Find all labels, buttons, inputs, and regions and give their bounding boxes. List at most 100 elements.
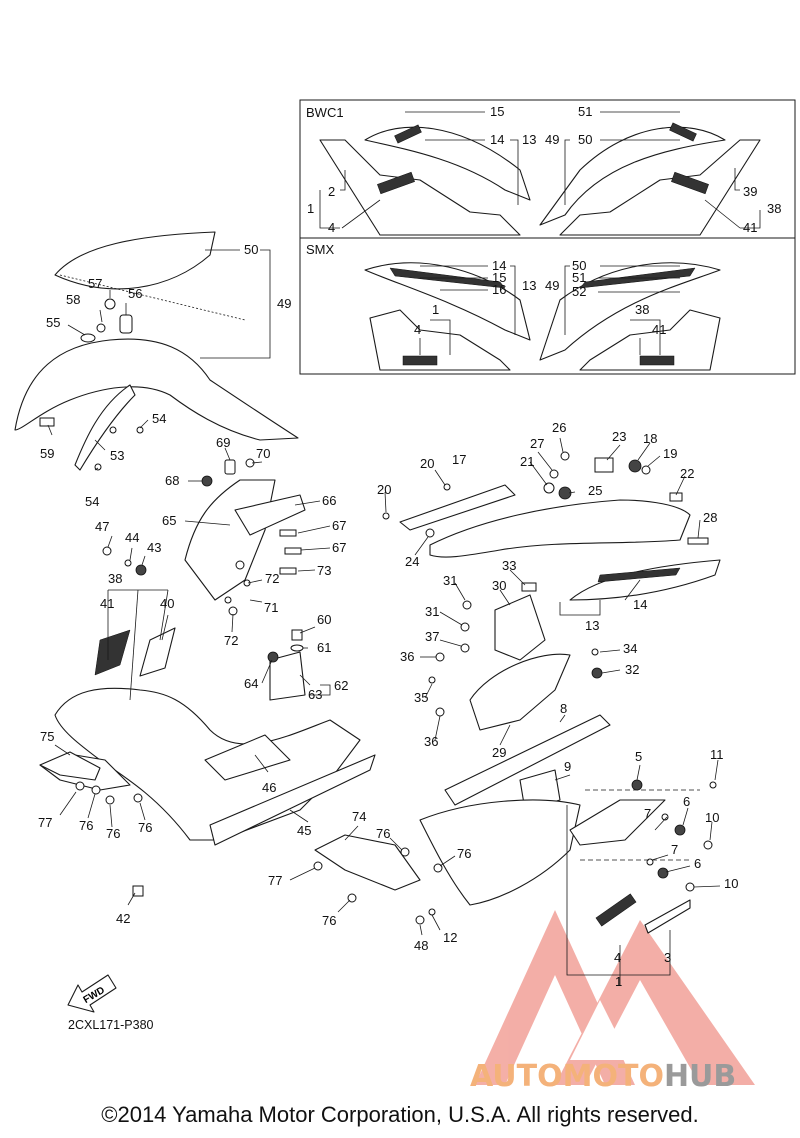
callout: 33 xyxy=(502,558,516,573)
watermark-text: AUTOMOTOHUB xyxy=(470,1059,736,1094)
callout: 39 xyxy=(743,184,757,199)
callout: 38 xyxy=(767,201,781,216)
callout: 34 xyxy=(623,641,637,656)
callout: 22 xyxy=(680,466,694,481)
callout: 46 xyxy=(262,780,276,795)
callout: 18 xyxy=(643,431,657,446)
callout: 16 xyxy=(492,282,506,297)
callout: 6 xyxy=(683,794,690,809)
callout: 23 xyxy=(612,429,626,444)
callout: 68 xyxy=(165,473,179,488)
callout: 19 xyxy=(663,446,677,461)
callout: 11 xyxy=(710,747,724,762)
svg-text:AUTOMOTOHUB: AUTOMOTOHUB xyxy=(470,1059,736,1094)
callout: 15 xyxy=(490,104,504,119)
callout: 14 xyxy=(633,597,647,612)
callout: 13 xyxy=(522,132,536,147)
callout: 70 xyxy=(256,446,270,461)
callout: 43 xyxy=(147,540,161,555)
callout: 38 xyxy=(108,571,122,586)
smx-cowlings xyxy=(364,262,721,371)
callout: 44 xyxy=(125,530,139,545)
bwc1-cowlings xyxy=(319,122,761,236)
callout: 12 xyxy=(443,930,457,945)
callout: 15 xyxy=(492,270,506,285)
callout: 24 xyxy=(405,554,419,569)
callout: 76 xyxy=(457,846,471,861)
callout: 13 xyxy=(585,618,599,633)
callout: 56 xyxy=(128,286,142,301)
callout: 45 xyxy=(297,823,311,838)
callout: 36 xyxy=(424,734,438,749)
callout: 76 xyxy=(376,826,390,841)
callout: 72 xyxy=(224,633,238,648)
callout: 42 xyxy=(116,911,130,926)
callout: 28 xyxy=(703,510,717,525)
watermark-part2: HUB xyxy=(664,1059,736,1094)
callout: 65 xyxy=(162,513,176,528)
diagram-code: 2CXL171-P380 xyxy=(68,1018,154,1032)
fwd-arrow-icon: FWD xyxy=(67,974,117,1013)
callout: 26 xyxy=(552,420,566,435)
callout: 72 xyxy=(265,571,279,586)
watermark-part1: AUTOMOTO xyxy=(470,1059,664,1094)
fasteners xyxy=(39,298,717,925)
callout: 30 xyxy=(492,578,506,593)
callout: 9 xyxy=(564,759,571,774)
callout: 31 xyxy=(425,604,439,619)
callout: 76 xyxy=(138,820,152,835)
callout: 48 xyxy=(414,938,428,953)
callout: 74 xyxy=(352,809,366,824)
callout: 13 xyxy=(522,278,536,293)
callout: 1 xyxy=(307,201,314,216)
callout: 21 xyxy=(520,454,534,469)
callout: 60 xyxy=(317,612,331,627)
callout: 50 xyxy=(244,242,258,257)
callout: 10 xyxy=(705,810,719,825)
callout: 27 xyxy=(530,436,544,451)
variant-box-smx: SMX xyxy=(299,237,796,375)
callout: 63 xyxy=(308,687,322,702)
callout: 40 xyxy=(160,596,174,611)
lower-small-panels xyxy=(39,751,421,891)
callout: 77 xyxy=(38,815,52,830)
callout: 66 xyxy=(322,493,336,508)
callout: 10 xyxy=(724,876,738,891)
callout: 75 xyxy=(40,729,54,744)
callout: 2 xyxy=(328,184,335,199)
callout: 71 xyxy=(264,600,278,615)
callout: 41 xyxy=(652,322,666,337)
callout: 73 xyxy=(317,563,331,578)
callout: 67 xyxy=(332,540,346,555)
callout: 51 xyxy=(578,104,592,119)
callout: 31 xyxy=(443,573,457,588)
inner-panels-left xyxy=(184,479,306,701)
callout-numbers: 15 14 13 51 49 50 2 1 4 39 38 41 14 15 1… xyxy=(38,104,781,989)
copyright-notice: ©2014 Yamaha Motor Corporation, U.S.A. A… xyxy=(101,1102,699,1127)
callout: 7 xyxy=(671,842,678,857)
callout: 53 xyxy=(110,448,124,463)
callout: 29 xyxy=(492,745,506,760)
callout: 58 xyxy=(66,292,80,307)
callout: 6 xyxy=(694,856,701,871)
callout: 61 xyxy=(317,640,331,655)
callout: 49 xyxy=(545,278,559,293)
callout: 49 xyxy=(545,132,559,147)
callout: 3 xyxy=(664,950,671,965)
callout: 4 xyxy=(328,220,335,235)
callout: 54 xyxy=(85,494,99,509)
callout: 41 xyxy=(100,596,114,611)
box-label-smx: SMX xyxy=(306,242,335,257)
side-cowling-left xyxy=(39,627,376,846)
callout: 49 xyxy=(277,296,291,311)
callout: 77 xyxy=(268,873,282,888)
callout: 4 xyxy=(414,322,421,337)
callout: 14 xyxy=(492,258,506,273)
callout: 4 xyxy=(614,950,621,965)
leader-lines xyxy=(47,111,761,985)
box-label-bwc1: BWC1 xyxy=(306,105,344,120)
callout: 41 xyxy=(743,220,757,235)
callout: 76 xyxy=(79,818,93,833)
callout: 25 xyxy=(588,483,602,498)
